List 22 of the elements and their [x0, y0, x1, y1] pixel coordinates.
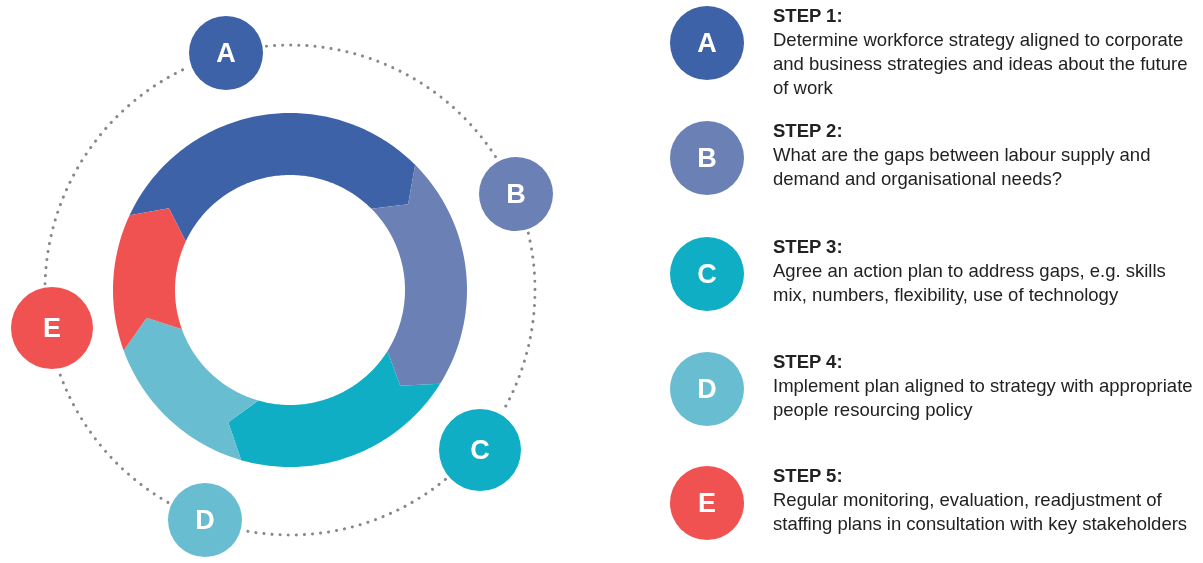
- step-description: What are the gaps between labour supply and demand and organisational needs?: [773, 143, 1152, 191]
- dotted-connector: [243, 477, 447, 537]
- step-letter: A: [697, 29, 717, 57]
- step-letter: C: [697, 260, 717, 288]
- dotted-connector: [264, 43, 498, 160]
- step-letter: D: [195, 506, 215, 534]
- step-letter: D: [697, 375, 717, 403]
- step-letter: E: [698, 489, 716, 517]
- step-letter: C: [470, 436, 490, 464]
- step-heading: STEP 5:: [773, 464, 844, 488]
- step-heading: STEP 4:: [773, 350, 844, 374]
- step-letter: B: [506, 180, 526, 208]
- step-description: Regular monitoring, evaluation, readjustment of staffing plans in consultation with key stakeholders: [773, 488, 1189, 536]
- step-heading: STEP 1:: [773, 4, 844, 28]
- step-description: Implement plan aligned to strategy with appropriate people resourcing policy: [773, 374, 1194, 422]
- step-heading: STEP 2:: [773, 119, 844, 143]
- step-letter: B: [697, 144, 717, 172]
- step-heading: STEP 3:: [773, 235, 844, 259]
- step-letter: A: [216, 39, 236, 67]
- step-description: Determine workforce strategy aligned to corporate and business strategies and ideas about the future of work: [773, 28, 1189, 100]
- step-description: Agree an action plan to address gaps, e.g. skills mix, numbers, flexibility, use of technology: [773, 259, 1167, 307]
- step-letter: E: [43, 314, 61, 342]
